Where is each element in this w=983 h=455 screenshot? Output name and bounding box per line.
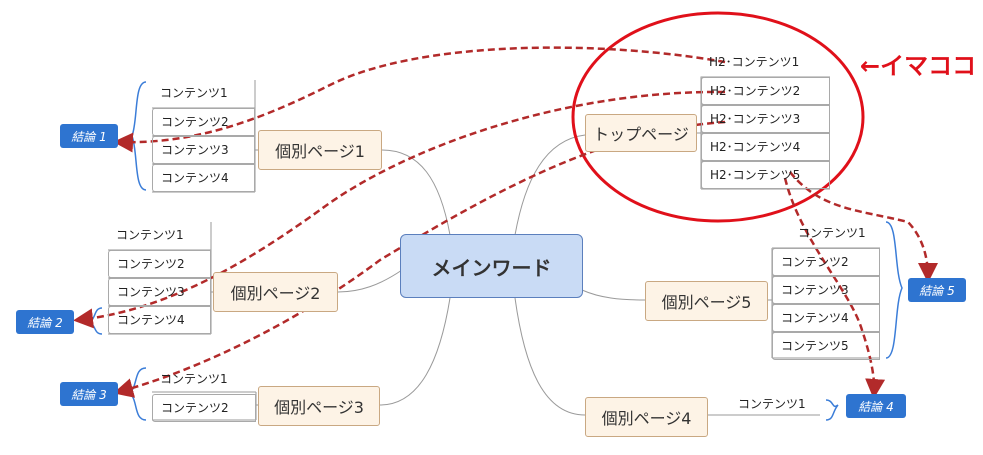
page3-item-1[interactable]: コンテンツ1 (160, 372, 228, 386)
page5-item-1[interactable]: コンテンツ1 (798, 226, 866, 240)
page1-item-3[interactable]: コンテンツ3 (152, 136, 255, 164)
conclusion-3[interactable]: 結論 3 (60, 382, 118, 406)
page2-item-3[interactable]: コンテンツ3 (108, 278, 211, 306)
page1-item-2[interactable]: コンテンツ2 (152, 108, 255, 136)
top-item-2[interactable]: H2･コンテンツ2 (701, 77, 830, 105)
topic-page5[interactable]: 個別ページ5 (645, 281, 768, 321)
topic-top-page[interactable]: トップページ (585, 114, 697, 152)
bracket-page5 (885, 221, 903, 359)
branch-line-page1 (381, 149, 451, 236)
bracket-page1 (131, 81, 147, 191)
branch-line-page2 (337, 269, 403, 293)
page5-item-4[interactable]: コンテンツ4 (772, 304, 880, 332)
top-item-4[interactable]: H2･コンテンツ4 (701, 133, 830, 161)
top-item-5[interactable]: H2･コンテンツ5 (701, 161, 830, 189)
arrow-to-conclusion4 (783, 177, 886, 399)
arrow-to-conclusion2 (73, 90, 726, 329)
top-item-1[interactable]: H2･コンテンツ1 (709, 55, 800, 69)
page5-item-5[interactable]: コンテンツ5 (772, 332, 880, 360)
top-item-3[interactable]: H2･コンテンツ3 (701, 105, 830, 133)
branch-line-page4 (514, 297, 586, 416)
page2-item-4[interactable]: コンテンツ4 (108, 306, 211, 334)
page5-item-2[interactable]: コンテンツ2 (772, 248, 880, 276)
page5-item-3[interactable]: コンテンツ3 (772, 276, 880, 304)
page2-item-2[interactable]: コンテンツ2 (108, 250, 211, 278)
page1-item-4[interactable]: コンテンツ4 (152, 164, 255, 192)
conclusion-2[interactable]: 結論 2 (16, 310, 74, 334)
highlight-circle (571, 11, 865, 223)
branch-line-page3 (379, 297, 451, 406)
arrow-to-conclusion1 (113, 46, 726, 153)
central-topic[interactable]: メインワード (400, 234, 583, 298)
current-position-marker: ←イマココ (860, 52, 977, 80)
page4-item-1[interactable]: コンテンツ1 (738, 397, 806, 411)
topic-page1[interactable]: 個別ページ1 (258, 130, 382, 170)
page2-item-1[interactable]: コンテンツ1 (116, 228, 184, 242)
branch-line-page3-items (152, 391, 258, 421)
branch-line-top (514, 134, 586, 236)
topic-page2[interactable]: 個別ページ2 (213, 272, 338, 312)
conclusion-4[interactable]: 結論 4 (846, 394, 906, 418)
bracket-page4 (825, 399, 839, 421)
branch-line-page5 (581, 289, 646, 301)
conclusion-5[interactable]: 結論 5 (908, 278, 966, 302)
bracket-page2 (88, 307, 103, 335)
page1-item-1[interactable]: コンテンツ1 (160, 86, 228, 100)
topic-page3[interactable]: 個別ページ3 (258, 386, 380, 426)
topic-page4[interactable]: 個別ページ4 (585, 397, 708, 437)
conclusion-1[interactable]: 結論 1 (60, 124, 118, 148)
page3-item-2[interactable]: コンテンツ2 (152, 394, 256, 422)
arrow-to-conclusion5 (789, 171, 938, 283)
bracket-page3 (128, 367, 147, 421)
